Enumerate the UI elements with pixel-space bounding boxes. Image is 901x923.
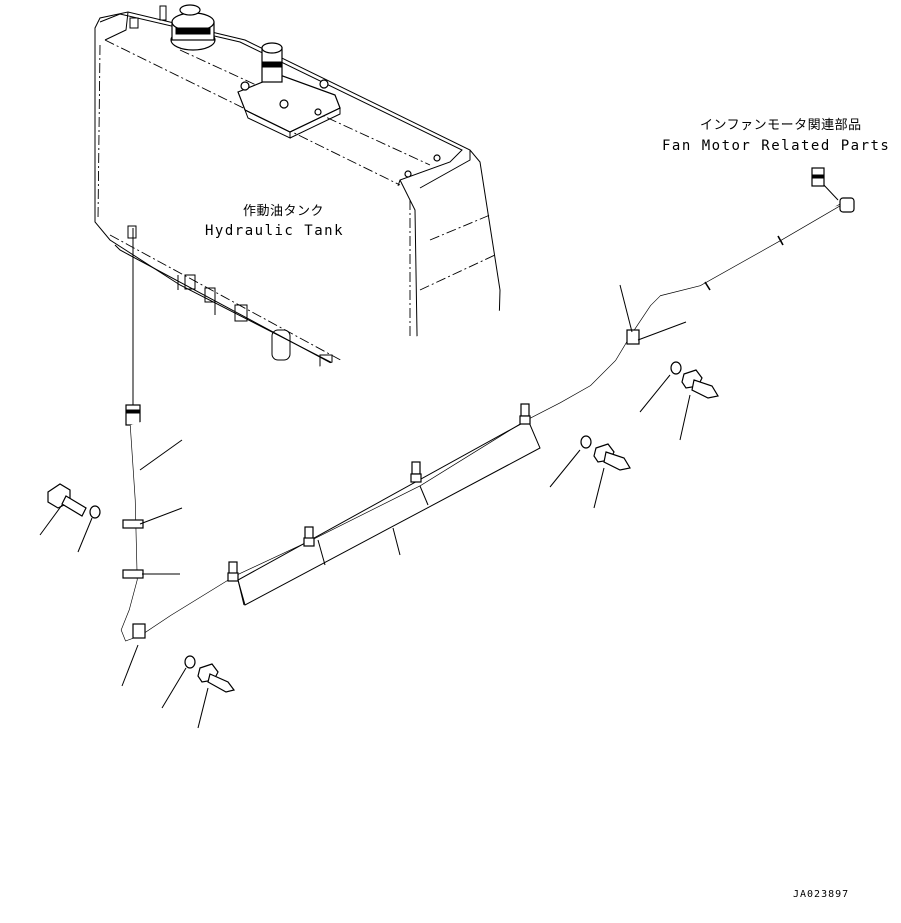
pipe-cover <box>237 419 541 606</box>
bolt-bottom <box>197 663 236 693</box>
drawing-code: JA023897 <box>793 889 850 900</box>
clamps <box>122 329 640 639</box>
hydraulic-tank-label-en: Hydraulic Tank <box>205 223 345 239</box>
leader-lines <box>39 284 691 729</box>
bolt-right <box>681 369 719 399</box>
fan-motor-label-en: Fan Motor Related Parts <box>662 138 891 154</box>
hydraulic-tank <box>94 4 501 411</box>
hydraulic-tank-label-jp: 作動油タンク <box>243 204 325 219</box>
bolt-middle <box>593 443 631 471</box>
fan-motor-label-jp: インファンモータ関連部品 <box>700 118 862 133</box>
bolt-left <box>47 483 87 517</box>
hydraulic-pipe <box>120 167 855 642</box>
bolts-and-washers <box>47 361 719 693</box>
